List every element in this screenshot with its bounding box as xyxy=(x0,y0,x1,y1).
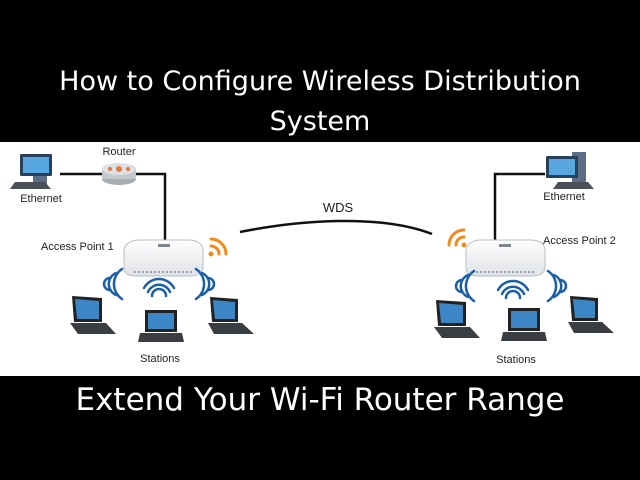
router-label: Router xyxy=(102,146,135,158)
ap2-wifi-icon xyxy=(447,228,467,248)
ap2-logo xyxy=(499,244,511,247)
left-laptop-3 xyxy=(208,297,254,334)
access-point-2-label: Access Point 2 xyxy=(543,235,616,247)
left-pc-keyboard xyxy=(10,182,51,189)
left-laptop-2 xyxy=(138,310,184,342)
subtitle: Extend Your Wi-Fi Router Range xyxy=(75,382,565,418)
left-laptop-1 xyxy=(70,296,116,334)
right-laptop-3 xyxy=(568,296,614,333)
right-pc-screen xyxy=(549,159,575,175)
cable-pc-ap2 xyxy=(493,172,545,240)
cables xyxy=(60,172,545,240)
title-line-1: How to Configure Wireless Distribution xyxy=(59,66,581,97)
right-laptop-1 xyxy=(434,300,480,338)
title-line-2: System xyxy=(269,106,371,137)
wds-link xyxy=(239,219,433,236)
wds-label: WDS xyxy=(323,200,354,215)
left-station-signals xyxy=(102,267,216,301)
right-laptop-2 xyxy=(501,308,547,341)
right-pc-keyboard xyxy=(553,182,594,189)
left-stations-label: Stations xyxy=(140,353,180,365)
ap1-logo xyxy=(158,244,170,247)
network-diagram: Ethernet Router Access Point 1 xyxy=(10,146,616,366)
left-pc-screen xyxy=(23,157,49,173)
diagram-panel: Ethernet Router Access Point 1 xyxy=(0,142,640,376)
access-point-2 xyxy=(465,239,546,277)
cable-router-ap1 xyxy=(136,172,167,240)
access-point-1 xyxy=(123,239,204,277)
right-ethernet-label: Ethernet xyxy=(543,191,585,203)
access-point-1-label: Access Point 1 xyxy=(41,241,114,253)
left-computer xyxy=(10,154,52,189)
router-icon xyxy=(102,163,136,185)
ap1-wifi-icon xyxy=(208,237,228,257)
right-computer xyxy=(546,152,594,189)
right-stations-label: Stations xyxy=(496,354,536,366)
right-station-signals xyxy=(454,269,568,303)
left-ethernet-label: Ethernet xyxy=(20,193,62,205)
